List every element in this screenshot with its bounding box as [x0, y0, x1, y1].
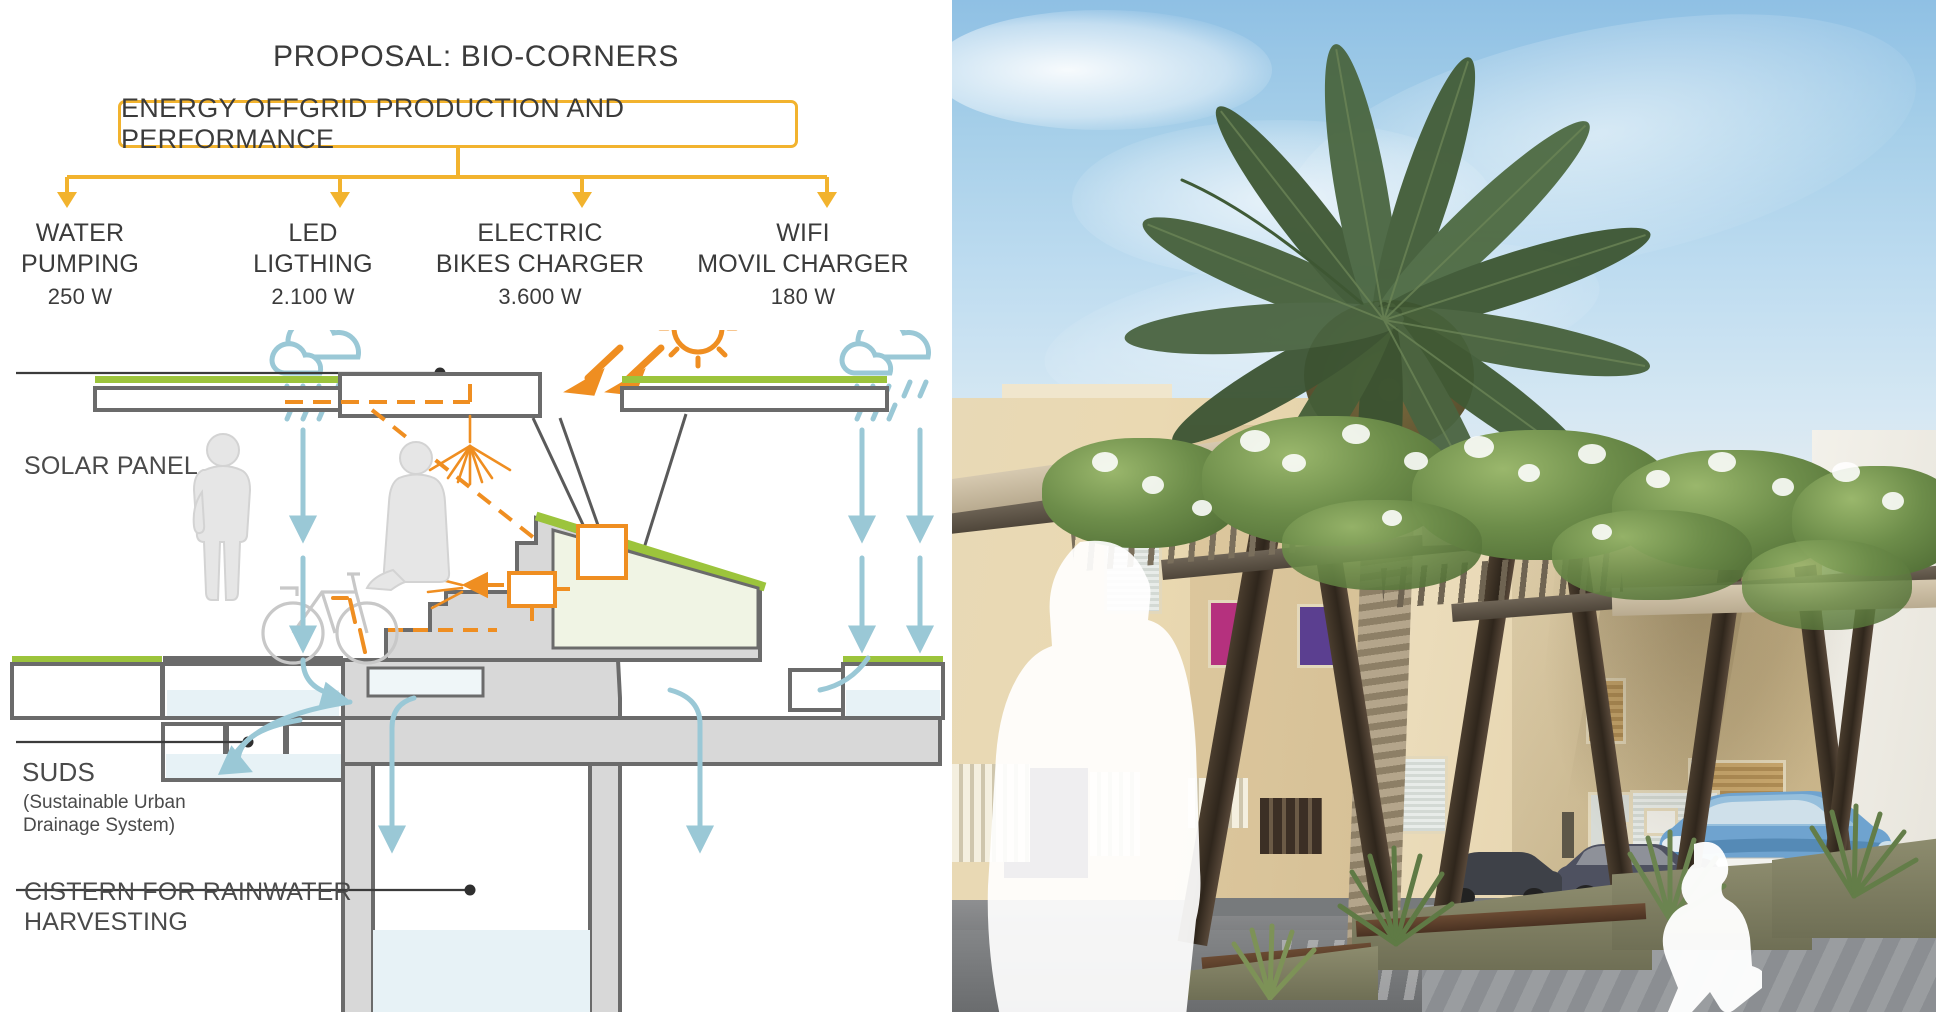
branch-item-led-lighting: LED LIGTHING 2.100 W	[203, 218, 423, 312]
blossom	[1882, 492, 1904, 510]
sun-ray-arrows	[563, 344, 665, 396]
leader-dot	[464, 884, 476, 896]
blossom	[1518, 464, 1540, 482]
led-light-rays	[428, 414, 512, 486]
person-seated-icon	[365, 441, 451, 592]
callout-cistern: CISTERN FOR RAINWATER HARVESTING	[24, 878, 352, 936]
branch-label-line2: BIKES CHARGER	[435, 250, 645, 278]
branch-item-electric-bikes-charger: ELECTRIC BIKES CHARGER 3.600 W	[395, 218, 685, 312]
girl-silhouette	[1662, 841, 1762, 1012]
blossom	[1708, 452, 1736, 472]
blossom	[1578, 444, 1606, 464]
agave-plant	[1337, 845, 1455, 947]
blossom	[1592, 524, 1612, 540]
climbing-foliage	[1742, 540, 1912, 630]
render-photo-panel	[952, 0, 1936, 1012]
callout-suds: SUDS	[22, 757, 96, 787]
diagram-panel: PROPOSAL: BIO-CORNERS ENERGY OFFGRID PRO…	[0, 0, 952, 1012]
palm-fronds	[1124, 44, 1651, 500]
branch-connectors	[57, 148, 837, 208]
doorway	[1562, 812, 1574, 858]
blossom	[1382, 510, 1402, 526]
blossom	[1240, 430, 1270, 452]
blossom	[1192, 500, 1212, 516]
agave-plant	[1809, 803, 1919, 899]
blossom	[1282, 454, 1306, 472]
agave-plant	[1231, 923, 1317, 1000]
branch-label-line1: WATER	[35, 219, 125, 247]
ground-right-slab	[841, 656, 945, 720]
blossom	[1646, 470, 1670, 488]
man-silhouette	[987, 540, 1201, 1012]
kiosk-body	[341, 511, 942, 766]
branch-label-line1: LED	[288, 219, 338, 247]
bicycle-icon	[261, 572, 399, 665]
climbing-foliage	[1282, 500, 1482, 590]
mailbox-bank	[1260, 798, 1322, 854]
callout-suds-subtitle: (Sustainable Urban Drainage System)	[23, 792, 186, 836]
branch-watts: 250 W	[47, 284, 113, 309]
branch-item-wifi-movil-charger: WIFI MOVIL CHARGER 180 W	[668, 218, 938, 312]
blossom	[1772, 478, 1794, 496]
ground-left-slab	[10, 656, 345, 720]
branch-label-line2: PUMPING	[20, 250, 140, 278]
climbing-foliage	[1552, 510, 1752, 600]
water-flow-arrows	[217, 427, 935, 854]
branch-label-line1: WIFI	[776, 219, 830, 247]
branch-watts: 3.600 W	[498, 284, 582, 309]
branch-item-water-pumping: WATER PUMPING 250 W	[0, 218, 190, 312]
cistern-tank	[341, 762, 622, 1012]
canopy-roof-assembly	[93, 372, 889, 418]
blossom	[1342, 424, 1370, 444]
blossom	[1404, 452, 1428, 470]
charger-arrow	[461, 571, 504, 599]
charger-boxes	[507, 524, 628, 608]
bike-charge-indicator	[331, 596, 367, 654]
branch-watts: 2.100 W	[271, 284, 355, 309]
section-drawing	[10, 330, 945, 1012]
blossom	[1092, 452, 1118, 472]
sun-icon	[658, 330, 738, 369]
page-title: PROPOSAL: BIO-CORNERS	[272, 40, 679, 73]
charger-wiring	[388, 587, 580, 632]
branch-watts: 180 W	[770, 284, 836, 309]
blossom	[1142, 476, 1164, 494]
branch-label-line1: ELECTRIC	[477, 219, 603, 247]
branch-label-line2: MOVIL CHARGER	[697, 250, 909, 278]
blossom	[1832, 462, 1860, 482]
callout-solar-panel: SOLAR PANEL	[24, 452, 199, 480]
branch-label-line2: LIGTHING	[253, 250, 373, 278]
blossom	[1464, 436, 1494, 458]
suds-cells	[161, 722, 345, 782]
person-standing-icon	[192, 433, 252, 601]
